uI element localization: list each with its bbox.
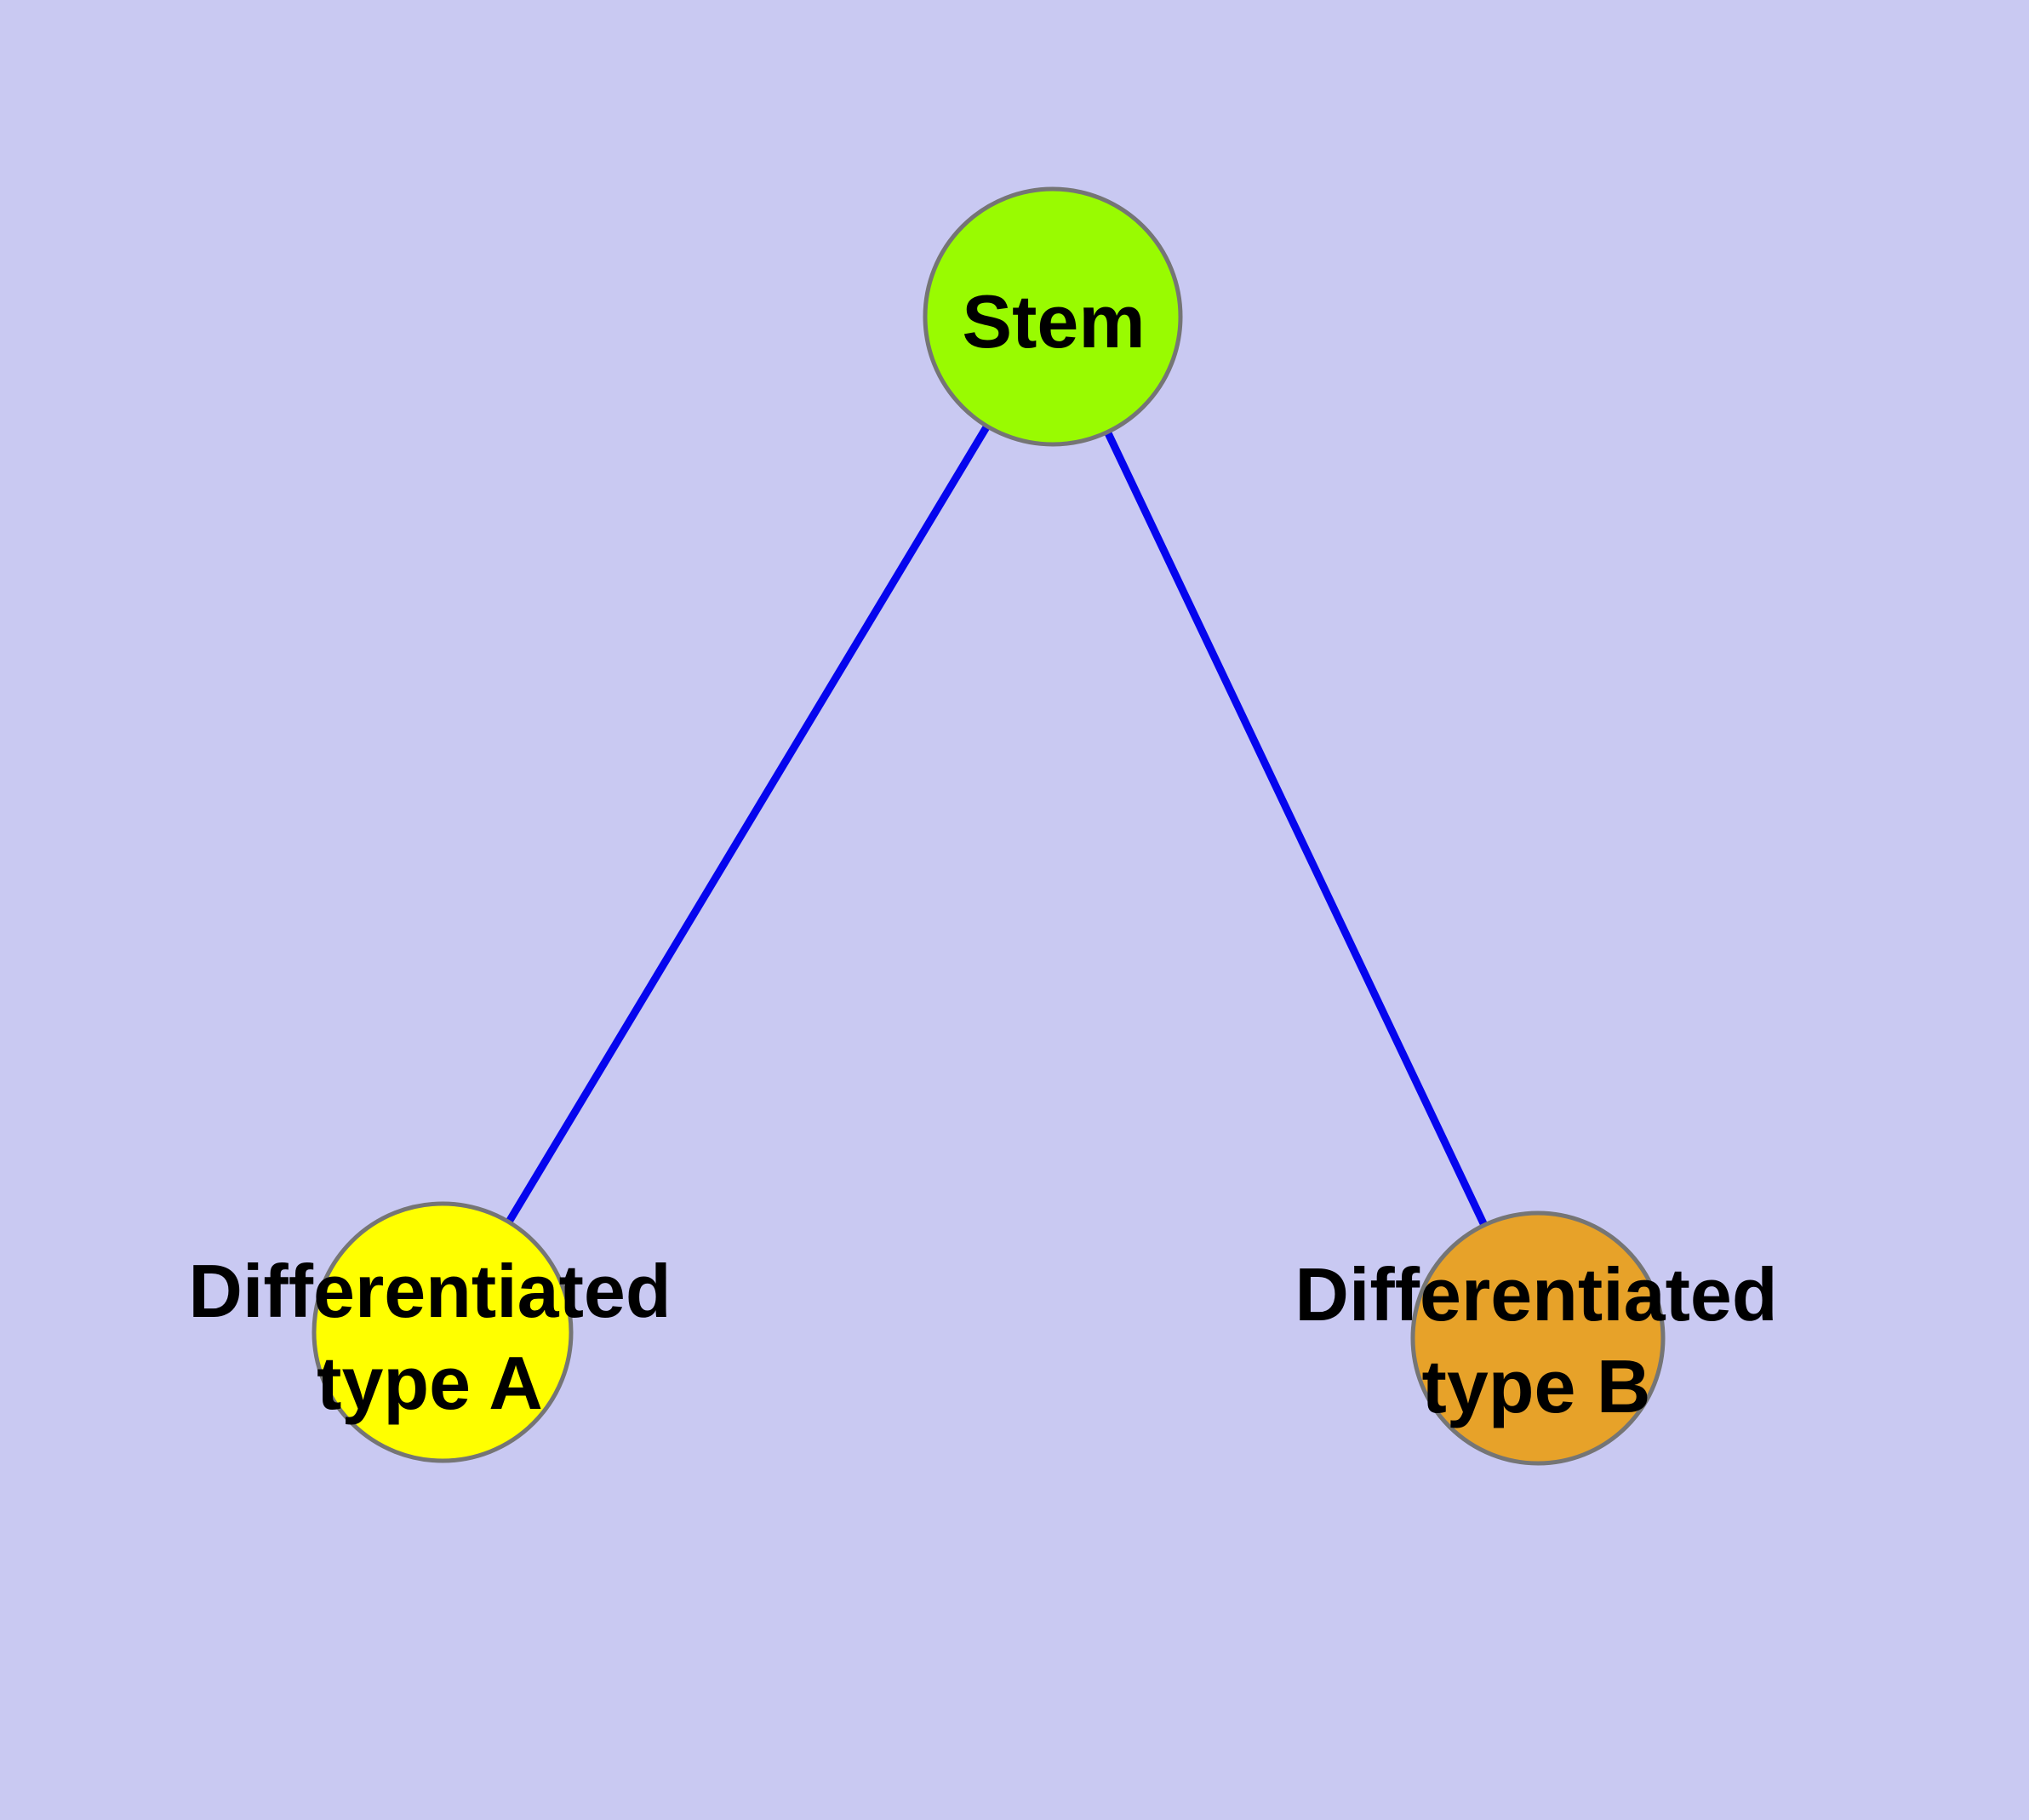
node-label-line: type B (1422, 1344, 1651, 1428)
node-label-line: Differentiated (1295, 1252, 1777, 1336)
node-circle-differentiated-type-b (1410, 1210, 1666, 1466)
node-label-line: Differentiated (188, 1249, 671, 1333)
node-label-line: Stem (962, 279, 1145, 363)
edge-stem-to-differentiated-type-b (1049, 315, 1542, 1340)
node-label-stem: Stem (962, 279, 1145, 363)
node-label-line: type A (317, 1341, 543, 1425)
node-circle-differentiated-type-a (311, 1201, 574, 1463)
edges-layer (439, 314, 1542, 1340)
node-circle-stem (923, 186, 1183, 447)
nodes-layer (311, 186, 1666, 1466)
edge-stem-to-differentiated-type-a (439, 314, 1056, 1335)
